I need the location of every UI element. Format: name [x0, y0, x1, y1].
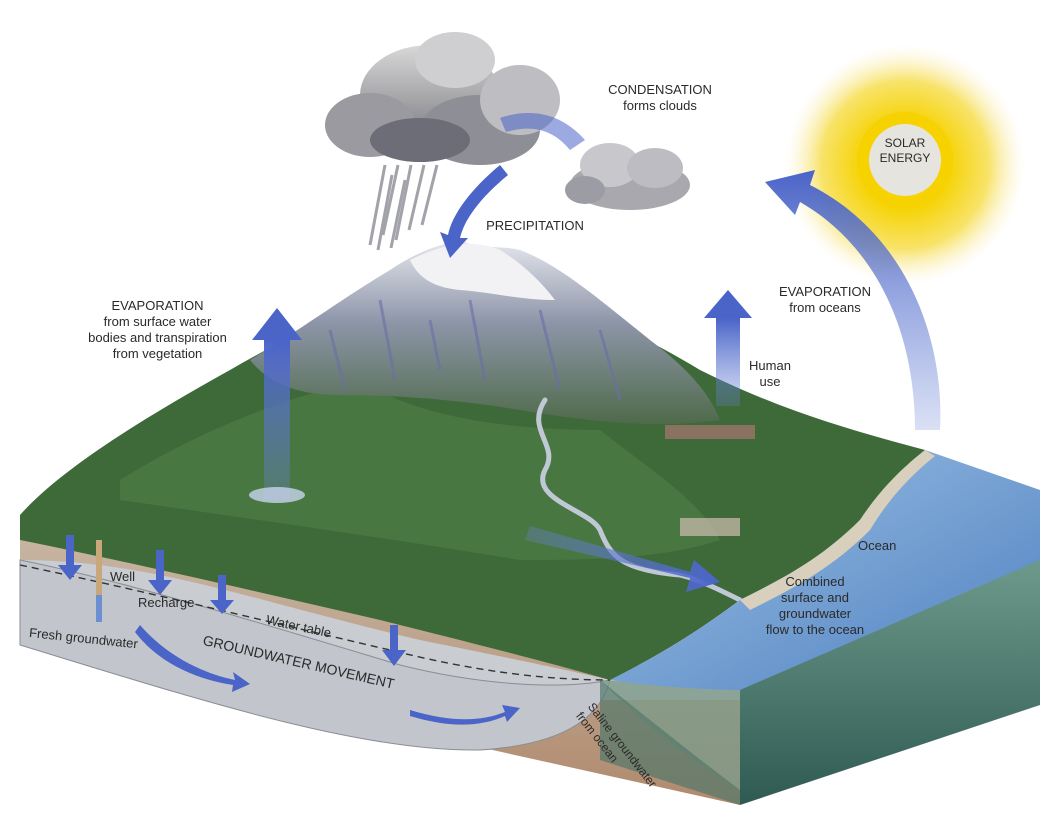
solar-energy-label-line1: SOLAR — [884, 136, 926, 150]
water-table-line — [19, 564, 611, 681]
solar-energy-label: SOLAR ENERGY — [865, 136, 945, 166]
recharge-label: Recharge — [138, 595, 195, 610]
evaporation-surface-label-line1: EVAPORATION — [111, 298, 204, 313]
precipitation-arrow — [440, 165, 508, 258]
settlement — [665, 425, 755, 536]
condensation-label: CONDENSATION forms clouds — [585, 82, 735, 114]
solar-energy-label-line2: ENERGY — [879, 151, 931, 165]
mountain — [250, 240, 720, 425]
mountain-ridges — [328, 299, 622, 401]
evaporation-surface-label-line2: from surface water — [103, 314, 212, 329]
human-use-arrow — [704, 290, 752, 406]
human-use-label-line2: use — [759, 374, 781, 389]
evaporation-surface-label-line4: from vegetation — [112, 346, 203, 361]
evaporation-from-oceans-arrow — [765, 170, 941, 430]
condensation-label-subtitle: forms clouds — [623, 98, 697, 113]
groundwater-movement-arrows — [135, 625, 520, 725]
evaporation-surface-arrow — [249, 308, 305, 503]
saline-groundwater-wedge — [600, 680, 740, 790]
mountain-snow — [410, 243, 555, 300]
evaporation-surface-label-line3: bodies and transpiration — [88, 330, 227, 345]
small-cloud — [565, 143, 690, 210]
surface-flow-arrow — [525, 526, 720, 592]
recharge-arrows — [58, 535, 406, 666]
condensation-arrow — [500, 113, 585, 150]
combined-flow-label-line1: Combined — [785, 574, 845, 589]
well — [96, 540, 102, 622]
evaporation-oceans-label-line2: from oceans — [789, 300, 861, 315]
human-use-label-line1: Human — [749, 358, 791, 373]
combined-flow-label: Combined surface and groundwater flow to… — [760, 574, 870, 638]
ocean-label: Ocean — [858, 538, 897, 553]
rain-streaks — [368, 164, 439, 251]
coastline — [740, 450, 935, 610]
evaporation-oceans-label-line1: EVAPORATION — [779, 284, 871, 299]
evaporation-surface-label: EVAPORATION from surface water bodies an… — [70, 298, 245, 362]
evaporation-oceans-label: EVAPORATION from oceans — [760, 284, 890, 316]
precipitation-label: PRECIPITATION — [486, 218, 584, 233]
condensation-label-title: CONDENSATION — [608, 82, 712, 97]
combined-flow-label-line3: groundwater — [778, 606, 852, 621]
ocean-block — [600, 450, 1040, 805]
combined-flow-label-line4: flow to the ocean — [765, 622, 865, 637]
human-use-label: Human use — [740, 358, 800, 390]
combined-flow-label-line2: surface and — [781, 590, 849, 605]
storm-cloud — [325, 32, 560, 165]
well-label: Well — [110, 569, 136, 584]
